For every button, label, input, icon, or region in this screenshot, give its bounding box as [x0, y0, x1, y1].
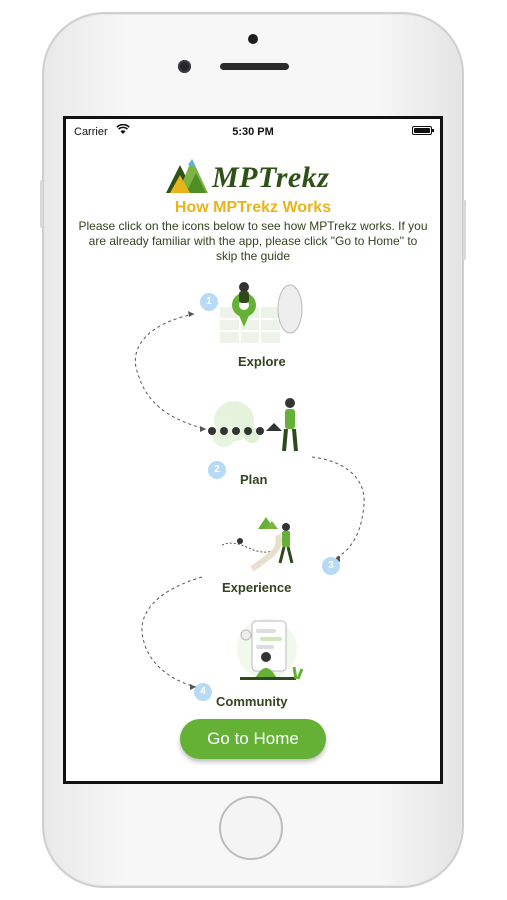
phone-screen: Carrier 5:30 PM MPTrekz How MPTrekz Work… — [63, 116, 443, 784]
step-2-badge: 2 — [208, 461, 226, 479]
step-explore[interactable]: 1 Explore — [196, 279, 316, 369]
explore-illustration-icon — [220, 282, 303, 343]
step-community[interactable]: 4 Community — [194, 619, 334, 709]
earpiece-speaker — [220, 63, 289, 70]
step-1-badge: 1 — [200, 293, 218, 311]
step-community-label: Community — [216, 694, 288, 709]
step-plan-label: Plan — [240, 472, 268, 487]
plan-illustration-icon — [208, 398, 298, 452]
front-camera — [248, 34, 258, 44]
volume-button — [40, 180, 43, 228]
community-illustration-icon — [237, 619, 304, 680]
status-bar: Carrier 5:30 PM — [66, 119, 440, 141]
step-experience-label: Experience — [222, 580, 292, 595]
wifi-icon — [116, 124, 130, 135]
go-to-home-button[interactable]: Go to Home — [180, 719, 326, 759]
status-time: 5:30 PM — [232, 126, 274, 138]
step-experience[interactable]: 3 Experience — [206, 511, 342, 601]
carrier-label: Carrier — [74, 126, 108, 138]
app-logo: MPTrekz — [164, 157, 344, 197]
experience-illustration-icon — [221, 517, 294, 571]
step-plan[interactable]: 2 Plan — [204, 395, 324, 487]
power-button — [463, 200, 466, 260]
mountain-logo-icon — [166, 159, 208, 193]
guide-description: Please click on the icons below to see h… — [78, 219, 428, 263]
page-title: How MPTrekz Works — [174, 199, 332, 216]
home-button[interactable] — [219, 796, 283, 860]
proximity-sensor — [178, 60, 191, 73]
step-explore-label: Explore — [238, 354, 286, 369]
battery-icon — [412, 126, 434, 135]
logo-text: MPTrekz — [212, 161, 330, 194]
step-3-badge: 3 — [322, 557, 340, 575]
step-4-badge: 4 — [194, 683, 212, 701]
guide-path — [134, 311, 365, 690]
